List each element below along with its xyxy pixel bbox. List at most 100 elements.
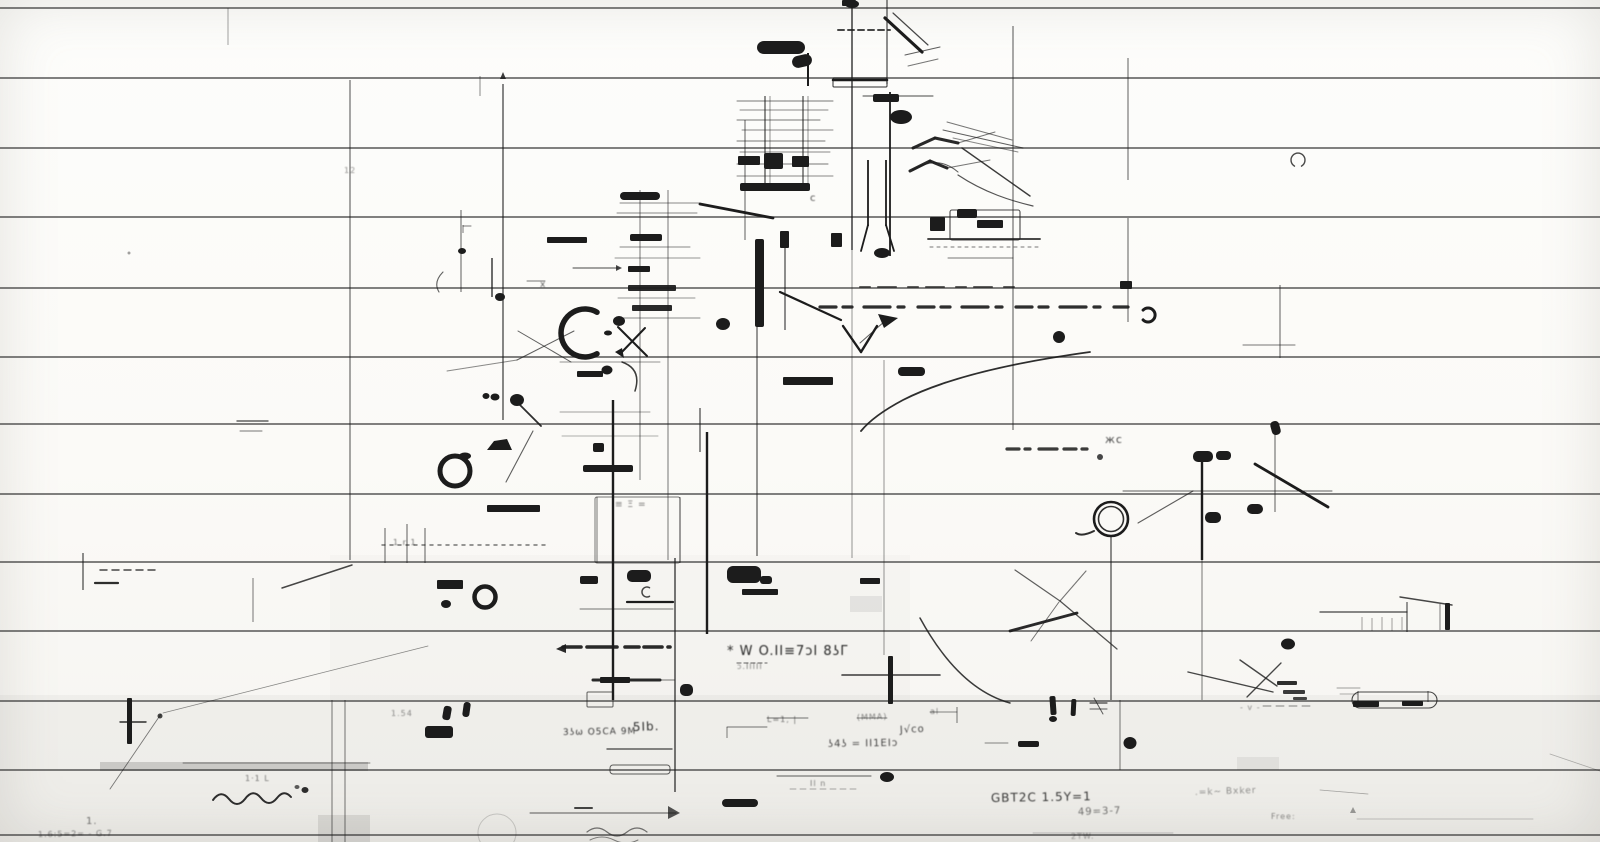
ink-bar — [977, 220, 1003, 228]
pseudo-text: aI — [930, 707, 939, 716]
pseudo-text: ʖ4ʖ = II1EIɔ — [828, 738, 899, 750]
pseudo-text: II n — [810, 779, 826, 788]
ink-curve — [912, 162, 959, 173]
ink-bar — [442, 705, 452, 721]
ink-diagonal — [892, 12, 929, 46]
ink-diagonal — [883, 16, 924, 54]
ink-bar — [738, 156, 760, 165]
ink-bar — [888, 656, 893, 704]
ink-outline-rect — [594, 496, 681, 564]
ink-outline-rect — [609, 764, 671, 775]
ink-bar — [1270, 420, 1281, 436]
ink-diagonal — [162, 645, 429, 714]
ink-bar — [1283, 690, 1305, 694]
ink-ring — [641, 586, 651, 598]
ink-dot — [604, 330, 612, 336]
ink-poly — [1350, 807, 1356, 813]
ink-diagonal — [1253, 462, 1330, 509]
ink-dot — [1049, 716, 1057, 722]
ink-diagonal — [952, 137, 1019, 153]
ink-bar — [1018, 741, 1039, 747]
ink-bar — [957, 209, 977, 218]
ink-outline-rect — [949, 209, 1021, 241]
pseudo-text: (MMA) — [857, 712, 888, 722]
pseudo-text: - v - — [1240, 703, 1261, 712]
ink-bar — [620, 192, 660, 200]
ink-diagonal — [1008, 611, 1079, 633]
ink-ring — [1097, 505, 1125, 533]
ink-bar — [1120, 281, 1132, 289]
ink-bar — [1070, 698, 1077, 717]
ink-bar — [1247, 504, 1263, 514]
ink-diagonal — [109, 713, 162, 790]
pseudo-text: GBT2C 1.5Y=1 — [991, 789, 1092, 805]
ink-dot — [601, 365, 613, 375]
pseudo-text: 1.54 — [391, 709, 413, 718]
ink-outline-rect — [1351, 691, 1438, 709]
ink-dot — [890, 110, 912, 124]
ink-bar — [930, 217, 945, 231]
ink-diagonal — [505, 430, 534, 483]
ink-bar — [1193, 451, 1213, 462]
ink-diagonal — [778, 290, 843, 322]
ink-poly — [878, 314, 898, 328]
pseudo-text: 1. — [86, 816, 98, 827]
ink-diagonal — [911, 136, 937, 150]
ink-dot — [490, 393, 500, 401]
pseudo-text: 49=3-7 — [1078, 805, 1122, 818]
ink-bar — [860, 578, 880, 584]
ink-bar — [831, 233, 842, 247]
ink-bar — [487, 505, 540, 512]
ink-diagonal — [619, 327, 646, 355]
ink-diagonal — [904, 46, 941, 56]
ink-diagonal — [859, 320, 886, 344]
pseudo-text: 1.6:5=2= - G.7 — [38, 829, 113, 839]
ink-dot — [294, 785, 300, 789]
pseudo-text: 1·1 L — [245, 774, 270, 783]
ink-curve — [860, 351, 1091, 432]
ink-ring — [472, 584, 498, 610]
ink-bar — [425, 726, 453, 738]
ink-poly — [556, 644, 566, 653]
pseudo-text: * W O.II≡7ɔI 8ʖΓ — [727, 644, 849, 659]
pseudo-text: 3ʖω O5CA 9M — [563, 727, 636, 738]
pseudo-text: J√co — [899, 724, 925, 736]
ink-diagonal — [1239, 659, 1278, 687]
pseudo-text: c — [810, 193, 817, 204]
ink-bar — [127, 698, 132, 744]
ink-poly — [616, 265, 622, 271]
ink-bar — [792, 54, 812, 68]
ink-diagonal — [1093, 697, 1104, 715]
ink-diagonal — [1549, 753, 1600, 772]
ink-bar — [757, 41, 805, 54]
ink-diagonal — [1137, 490, 1194, 524]
ink-diagonal — [933, 136, 960, 145]
ink-dot — [613, 316, 625, 326]
ink-dot — [1097, 454, 1103, 460]
ink-diagonal — [1319, 789, 1369, 795]
smudge-layer — [100, 596, 1279, 842]
ink-diagonal — [961, 147, 1031, 197]
ink-diagonal — [957, 131, 996, 144]
ink-dot — [1281, 638, 1295, 650]
ink-bar — [577, 371, 603, 377]
smudge-region — [850, 596, 882, 612]
ink-dot — [716, 318, 730, 330]
ink-diagonal — [516, 330, 575, 361]
ink-curve — [436, 271, 444, 293]
ink-bar — [792, 156, 809, 167]
ink-dot — [157, 713, 163, 719]
ink-bar — [1049, 695, 1057, 716]
ink-diagonal — [907, 58, 939, 67]
ink-bar — [783, 377, 833, 385]
ink-dot — [845, 0, 859, 8]
ink-outline-rect — [832, 77, 888, 88]
pseudo-text: L=1, | — [767, 715, 797, 724]
ink-bar — [780, 231, 789, 248]
ink-ring — [477, 813, 517, 842]
ink-bar — [764, 153, 783, 169]
ink-curve — [1075, 530, 1095, 536]
ruled-lines-layer — [0, 7, 1600, 836]
